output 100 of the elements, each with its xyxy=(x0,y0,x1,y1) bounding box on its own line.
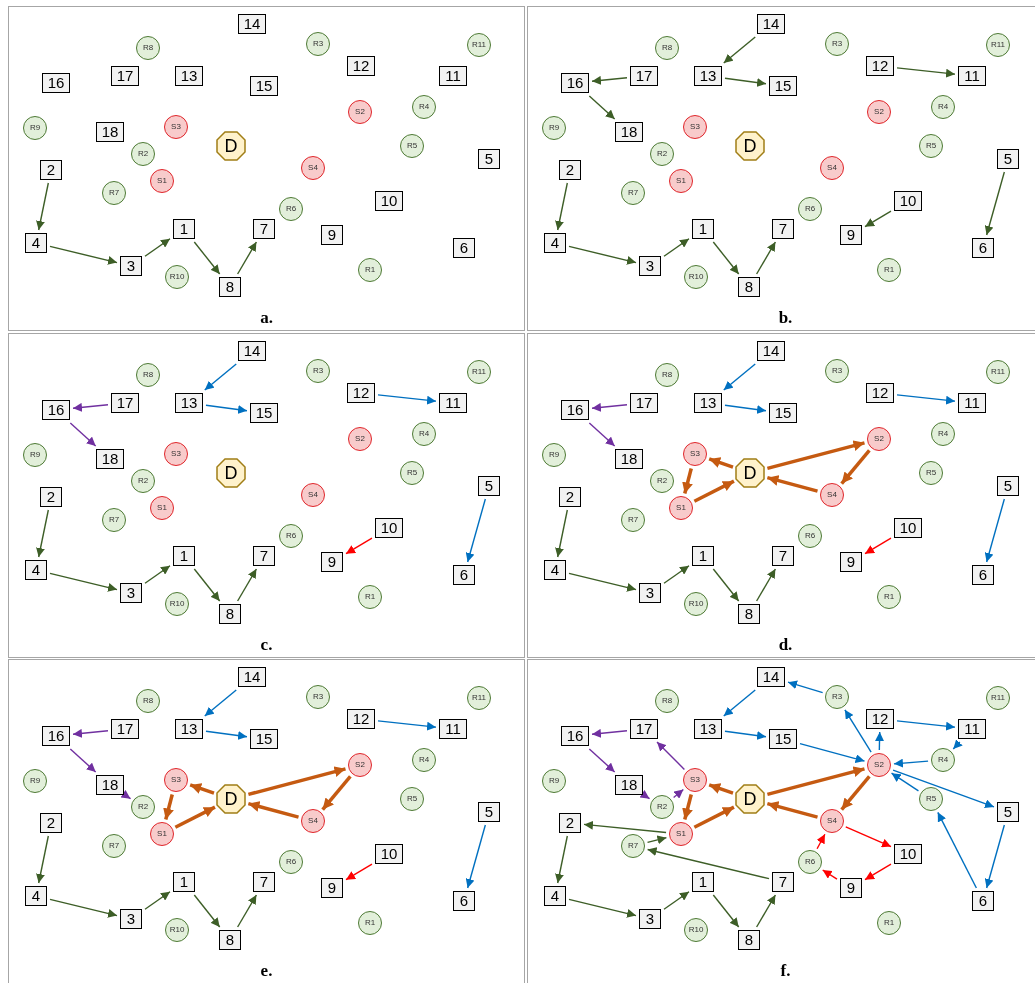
panel-frame xyxy=(527,333,1035,658)
square-node: 17 xyxy=(111,66,139,86)
circle-node: S3 xyxy=(164,768,188,792)
circle-node: R1 xyxy=(358,258,382,282)
circle-node: S3 xyxy=(683,442,707,466)
arrow xyxy=(821,869,838,880)
panel-caption: d. xyxy=(778,635,793,654)
square-node: 12 xyxy=(866,56,894,76)
square-node: 8 xyxy=(738,277,760,297)
octagon-node: D xyxy=(216,458,246,488)
arrow xyxy=(49,572,118,592)
square-node: 6 xyxy=(972,238,994,258)
square-node: 10 xyxy=(375,191,403,211)
square-node: 8 xyxy=(219,604,241,624)
panel-frame xyxy=(527,6,1035,331)
arrow xyxy=(663,238,690,257)
arrow xyxy=(236,568,258,602)
arrow xyxy=(712,894,740,928)
square-node: 17 xyxy=(630,393,658,413)
square-node: 3 xyxy=(120,583,142,603)
square-node: 4 xyxy=(25,560,47,580)
square-node: 2 xyxy=(559,160,581,180)
square-node: 9 xyxy=(321,552,343,572)
square-node: 11 xyxy=(958,719,986,739)
square-node: 3 xyxy=(639,256,661,276)
arrow xyxy=(568,898,637,918)
square-node: 10 xyxy=(894,518,922,538)
circle-node: R8 xyxy=(136,689,160,713)
panel-frame xyxy=(527,659,1035,983)
circle-node: R8 xyxy=(655,36,679,60)
square-node: 5 xyxy=(997,476,1019,496)
square-node: 15 xyxy=(769,76,797,96)
arrow xyxy=(724,730,767,740)
square-node: 9 xyxy=(840,552,862,572)
square-node: 11 xyxy=(439,719,467,739)
circle-node: R11 xyxy=(467,360,491,384)
arrow xyxy=(766,766,865,797)
arrow xyxy=(755,568,777,602)
square-node: 3 xyxy=(639,583,661,603)
square-node: 16 xyxy=(561,73,589,93)
arrow xyxy=(712,568,740,602)
panel-caption: e. xyxy=(260,961,273,980)
arrow xyxy=(588,422,616,447)
square-node: 18 xyxy=(615,122,643,142)
arrow xyxy=(583,820,667,834)
circle-node: S4 xyxy=(820,483,844,507)
arrow xyxy=(682,794,693,820)
square-node: 9 xyxy=(840,225,862,245)
square-node: 12 xyxy=(347,56,375,76)
arrow xyxy=(682,468,693,494)
panel-caption: b. xyxy=(778,308,793,327)
square-node: 2 xyxy=(40,160,62,180)
arrow xyxy=(864,863,892,881)
circle-node: R5 xyxy=(400,134,424,158)
circle-node: R8 xyxy=(655,363,679,387)
circle-node: R9 xyxy=(542,116,566,140)
square-node: 3 xyxy=(639,909,661,929)
arrow xyxy=(845,826,892,848)
arrow xyxy=(193,241,221,275)
circle-node: R2 xyxy=(650,469,674,493)
circle-node: R10 xyxy=(684,592,708,616)
square-node: 12 xyxy=(866,709,894,729)
circle-node: R6 xyxy=(279,524,303,548)
arrow xyxy=(377,394,437,405)
arrow xyxy=(646,835,668,845)
arrow xyxy=(896,720,956,731)
square-node: 7 xyxy=(253,546,275,566)
square-node: 2 xyxy=(559,487,581,507)
arrow xyxy=(555,509,569,558)
arrow xyxy=(816,833,826,850)
circle-node: R10 xyxy=(165,918,189,942)
arrow xyxy=(345,863,373,881)
square-node: 1 xyxy=(692,219,714,239)
square-node: 15 xyxy=(250,403,278,423)
square-node: 16 xyxy=(561,726,589,746)
square-node: 15 xyxy=(769,729,797,749)
circle-node: R9 xyxy=(23,443,47,467)
arrow xyxy=(321,775,352,811)
circle-node: S3 xyxy=(164,115,188,139)
arrow xyxy=(766,440,865,471)
circle-node: R10 xyxy=(165,265,189,289)
panel-frame xyxy=(8,659,525,983)
square-node: 15 xyxy=(769,403,797,423)
arrow xyxy=(723,36,756,64)
square-node: 13 xyxy=(175,719,203,739)
circle-node: R4 xyxy=(412,748,436,772)
square-node: 4 xyxy=(25,233,47,253)
square-node: 14 xyxy=(238,341,266,361)
square-node: 10 xyxy=(375,844,403,864)
circle-node: R7 xyxy=(102,834,126,858)
octagon-node: D xyxy=(735,131,765,161)
arrow xyxy=(937,811,978,889)
arrow xyxy=(755,894,777,928)
circle-node: R7 xyxy=(621,508,645,532)
circle-node: S2 xyxy=(348,427,372,451)
square-node: 10 xyxy=(894,844,922,864)
circle-node: R4 xyxy=(931,422,955,446)
square-node: 1 xyxy=(692,546,714,566)
square-node: 11 xyxy=(958,66,986,86)
arrow xyxy=(588,748,616,773)
